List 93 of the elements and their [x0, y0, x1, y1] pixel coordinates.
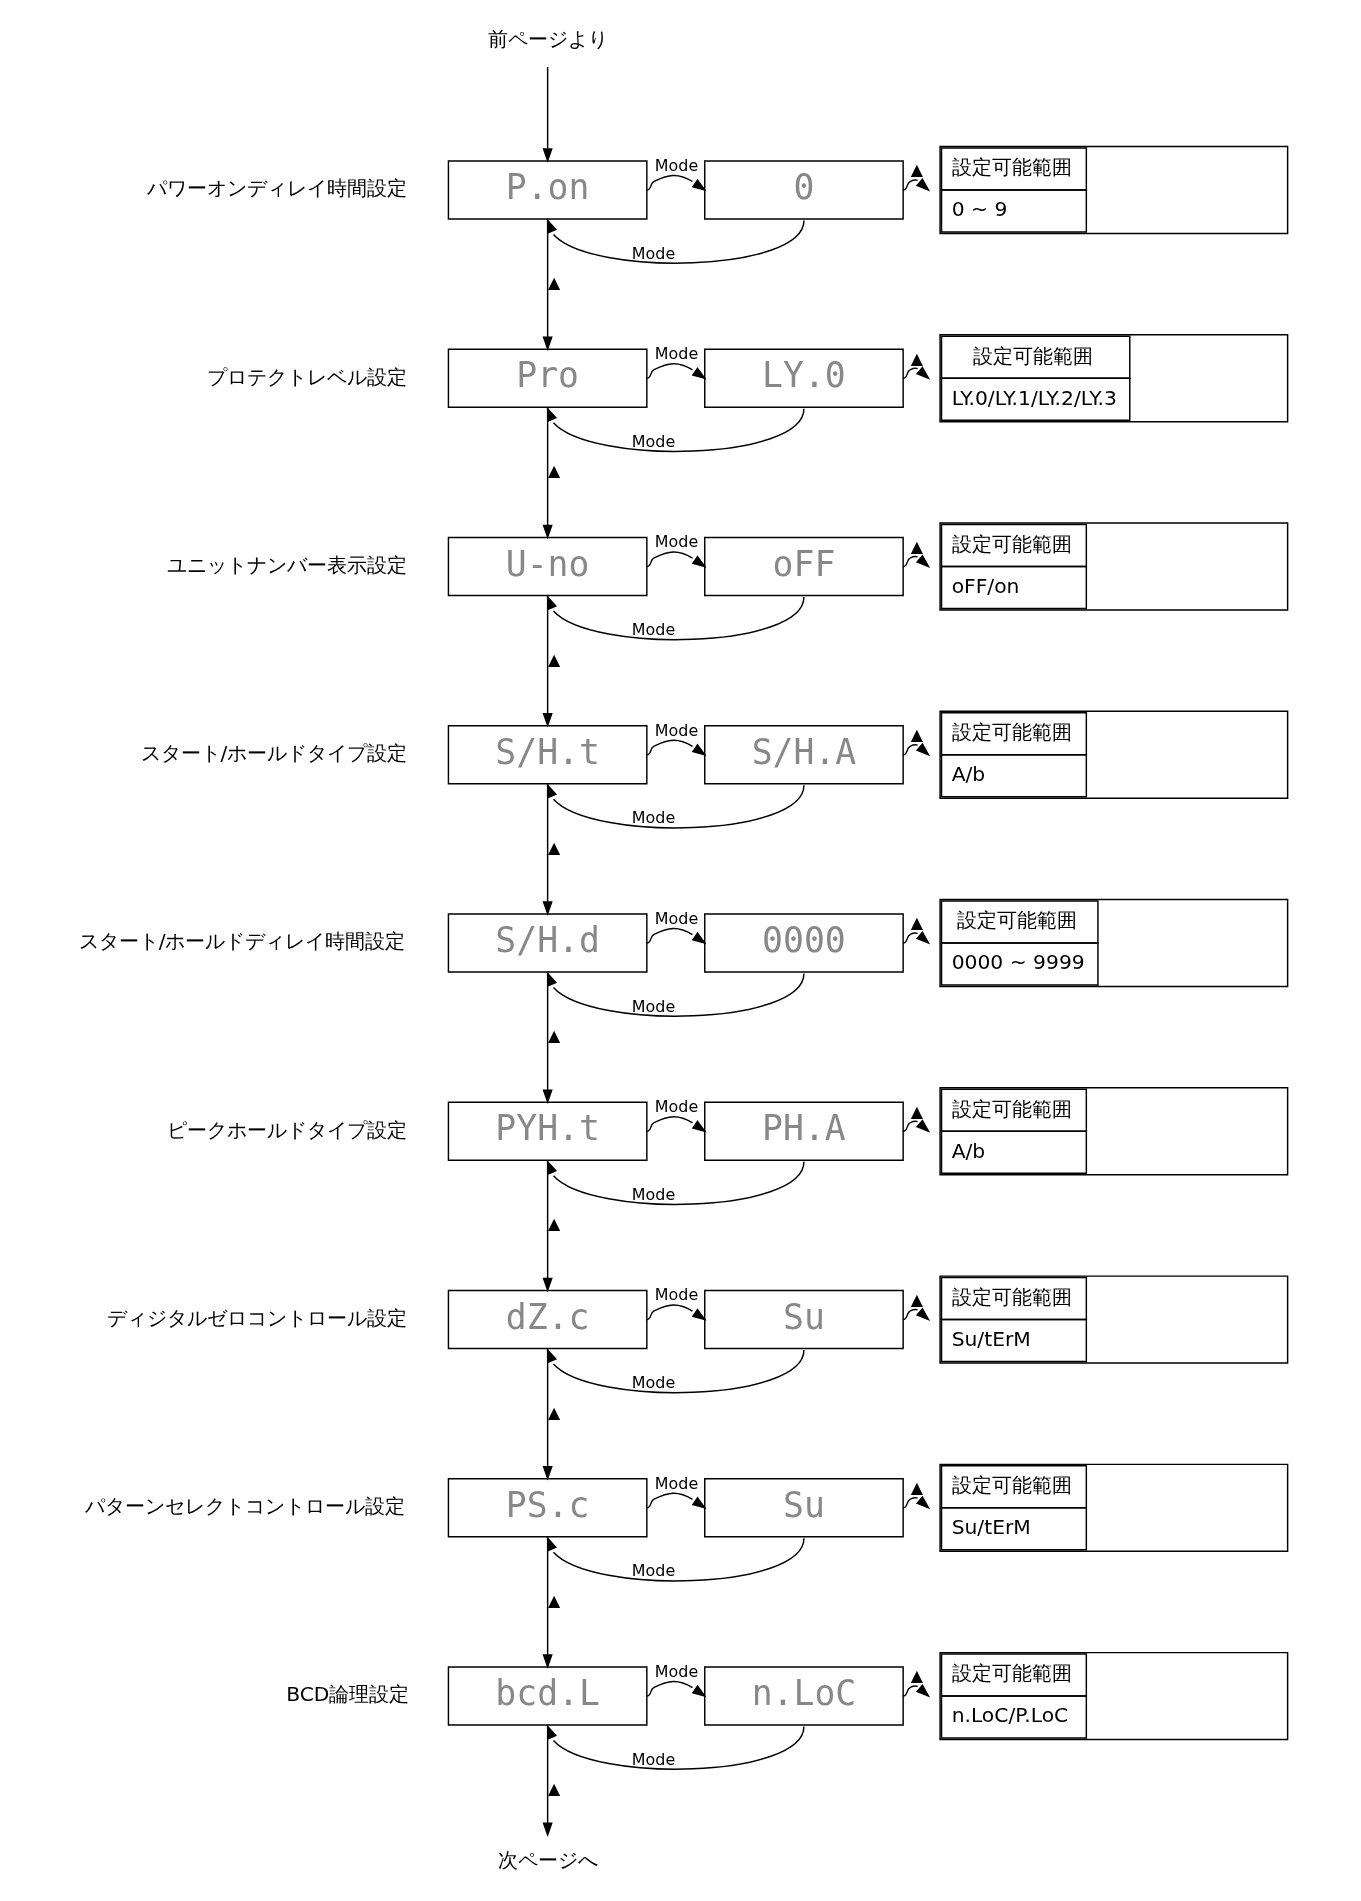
node-box: 0000 — [704, 912, 904, 973]
node-box: n.LoC — [704, 1665, 904, 1726]
edge-label: ▲ — [910, 159, 924, 179]
edge-label: Mode — [654, 1096, 699, 1116]
arrow — [646, 927, 707, 944]
arrow — [646, 1680, 707, 1697]
edge-label: ▲ — [910, 912, 924, 932]
edge-label: Mode — [654, 720, 699, 740]
node-label: パワーオンディレイ時間設定 — [146, 175, 407, 200]
arrow — [902, 1495, 931, 1509]
edge-label: ▲ — [910, 348, 924, 367]
edge-label: ▲ — [910, 724, 924, 744]
node-label: スタート/ホールドタイプ設定 — [140, 740, 408, 765]
arrow — [546, 406, 805, 452]
arrow — [902, 177, 931, 191]
node-box: P.on — [447, 159, 648, 220]
node-box: LY.0 — [704, 348, 904, 408]
arrow — [546, 970, 805, 1017]
node-label: ユニットナンバー表示設定 — [166, 552, 407, 577]
node-box: 0 — [704, 159, 904, 220]
arrow — [546, 782, 805, 828]
arrow — [902, 742, 931, 756]
edge-label: Mode — [631, 996, 676, 1016]
edge-label: Mode — [631, 1560, 676, 1580]
node-label: ピークホールドタイプ設定 — [166, 1117, 407, 1142]
edge-label: Mode — [631, 807, 676, 827]
edge-label: Mode — [631, 243, 676, 263]
edge-label: Mode — [654, 343, 699, 363]
node-box: PS.c — [447, 1477, 648, 1537]
node-label: ディジタルゼロコントロール設定 — [106, 1305, 407, 1330]
edge-label: ▲ — [548, 837, 561, 857]
edge-label: Mode — [654, 1284, 699, 1304]
node-label: BCD論理設定 — [286, 1681, 410, 1706]
edge-label: Mode — [631, 1372, 676, 1392]
node-box: Pro — [447, 348, 648, 408]
arrow — [546, 1535, 805, 1581]
arrow — [902, 365, 931, 380]
edge-label: ▲ — [548, 1590, 561, 1610]
arrow — [902, 1118, 931, 1133]
arrow — [646, 739, 707, 756]
arrow — [546, 594, 805, 640]
edge-label: Mode — [654, 1661, 699, 1681]
arrow — [542, 65, 553, 163]
edge-label: Mode — [654, 531, 699, 551]
node-box: Su — [704, 1477, 904, 1537]
node-text: 次ページへ — [497, 1847, 598, 1871]
node-text: 前ページより — [487, 26, 608, 51]
edge-label: ▲ — [910, 1101, 924, 1121]
edge-label: Mode — [654, 155, 699, 175]
node-label: スタート/ホールドディレイ時間設定 — [78, 928, 406, 953]
arrow — [646, 1115, 707, 1133]
edge-label: ▲ — [548, 1025, 561, 1045]
node-box: S/H.t — [447, 724, 648, 784]
node-label: パターンセレクトコントロール設定 — [84, 1493, 405, 1518]
edge-label: ▲ — [548, 1778, 561, 1798]
node-box: PYH.t — [447, 1101, 648, 1161]
node-box: S/H.d — [447, 912, 648, 973]
edge-label: ▲ — [910, 1665, 924, 1685]
node-box: U-no — [447, 536, 648, 596]
arrow — [646, 174, 707, 191]
arrow — [546, 1159, 805, 1205]
edge-label: ▲ — [910, 1289, 924, 1309]
edge-label: Mode — [631, 1749, 676, 1769]
edge-label: Mode — [631, 1184, 676, 1204]
edge-label: ▲ — [910, 1477, 924, 1497]
node-box: dZ.c — [447, 1289, 648, 1349]
arrow — [546, 217, 805, 264]
edge-label: Mode — [631, 431, 676, 451]
node-box: PH.A — [704, 1101, 904, 1161]
node-box: oFF — [704, 536, 904, 596]
arrow — [646, 362, 707, 379]
arrow — [902, 1307, 931, 1321]
edge-label: Mode — [654, 1473, 699, 1493]
edge-label: ▲ — [548, 1402, 561, 1422]
edge-label: ▲ — [548, 272, 561, 292]
edge-label: ▲ — [548, 1213, 561, 1233]
arrow — [546, 1347, 805, 1393]
arrow — [646, 1303, 707, 1321]
node-box: Su — [704, 1289, 904, 1349]
edge-label: ▲ — [548, 460, 561, 480]
arrow — [902, 930, 931, 944]
arrow — [646, 550, 707, 568]
node-box: bcd.L — [447, 1665, 648, 1726]
arrow — [902, 554, 931, 568]
node-label: プロテクトレベル設定 — [207, 364, 408, 389]
arrow — [902, 1683, 931, 1697]
edge-label: ▲ — [910, 536, 924, 556]
node-box: S/H.A — [704, 724, 904, 784]
edge-label: ▲ — [548, 649, 561, 669]
edge-label: Mode — [654, 908, 699, 928]
arrow — [546, 1723, 805, 1770]
edge-label: Mode — [631, 619, 676, 639]
arrow — [646, 1492, 707, 1509]
